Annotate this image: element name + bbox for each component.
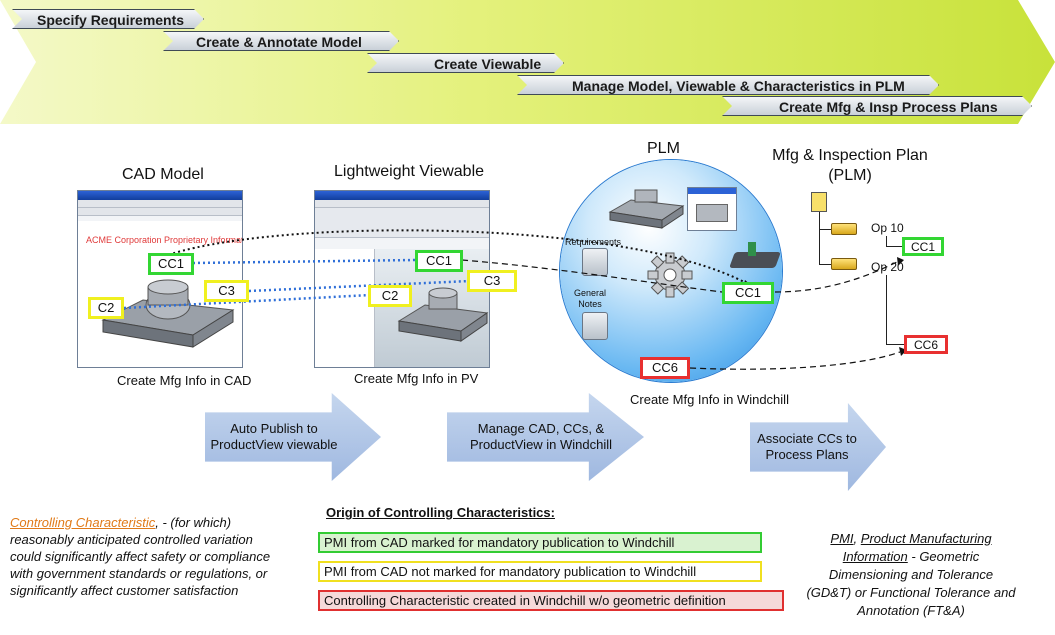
viewable-caption: Create Mfg Info in PV: [354, 371, 479, 386]
plm-part-thumbnail: [608, 189, 685, 229]
pv-c3-label: C3: [467, 270, 517, 292]
general-notes-document-icon: [582, 312, 608, 340]
stage-create-viewable: Create Viewable: [367, 53, 564, 73]
pmi-term: Product Manufacturing Information: [842, 531, 992, 564]
controlling-characteristic-text: , - (for which) reasonably anticipated c…: [10, 515, 271, 598]
gear-icon: [647, 252, 693, 298]
plan-heading-line2: (PLM): [828, 167, 872, 184]
plan-cc6-label: CC6: [904, 335, 948, 354]
cad-titlebar: [78, 191, 242, 200]
plan-heading-line1: Mfg & Inspection Plan: [772, 147, 928, 164]
tree-line-op20-branch: [819, 264, 831, 265]
general-notes-label: General Notes: [574, 288, 606, 310]
cad-model-heading: CAD Model: [122, 166, 204, 183]
plm-cc6-label: CC6: [640, 357, 690, 379]
plm-cc1-label: CC1: [722, 282, 774, 304]
op20-icon: [831, 258, 857, 270]
tree-line-op20-cc6-h: [886, 344, 904, 345]
controlling-characteristic-term: Controlling Characteristic: [10, 515, 156, 530]
cad-c2-label: C2: [88, 297, 124, 319]
cad-cc1-label: CC1: [148, 253, 194, 275]
auto-publish-line1: Auto Publish to: [230, 421, 318, 436]
plan-heading: Mfg & Inspection Plan (PLM): [760, 146, 940, 186]
pv-tree-pane: [315, 249, 375, 367]
pv-cc1-label: CC1: [415, 250, 463, 272]
plm-window-thumbnail: [687, 187, 737, 231]
associate-text: Associate CCs to Process Plans: [752, 431, 862, 463]
op10-icon: [831, 223, 857, 235]
viewable-screenshot: [314, 190, 490, 368]
requirements-label: Requirements: [565, 237, 622, 247]
manage-line1: Manage CAD, CCs, &: [477, 421, 605, 436]
op10-label: Op 10: [871, 221, 904, 235]
op20-label: Op 20: [871, 260, 904, 274]
pmi-definition: PMI, Product Manufacturing Information -…: [806, 531, 1016, 618]
cad-c3-label: C3: [204, 280, 249, 302]
tree-line-op20-cc6: [886, 275, 887, 344]
plm-fixture-thumbnail: [729, 242, 781, 272]
legend-item-green: PMI from CAD marked for mandatory public…: [318, 532, 762, 553]
general-notes-line1: General: [574, 288, 607, 298]
pmi-abbr: PMI: [830, 531, 854, 546]
windchill-caption: Create Mfg Info in Windchill: [630, 392, 789, 407]
legend-title: Origin of Controlling Characteristics:: [326, 505, 555, 520]
pmi-text: - Geometric Dimensioning and Tolerance (…: [806, 549, 1016, 618]
associate-line2: Process Plans: [765, 447, 849, 462]
pv-ribbon: [315, 208, 489, 238]
tree-line-root-down: [819, 212, 820, 264]
controlling-characteristic-definition: Controlling Characteristic, - (for which…: [10, 514, 282, 599]
plan-root-icon: [811, 192, 827, 212]
legend-item-red: Controlling Characteristic created in Wi…: [318, 590, 784, 611]
tree-line-op10-cc1: [886, 236, 887, 246]
pv-titlebar: [315, 191, 489, 200]
stage-manage-in-plm: Manage Model, Viewable & Characteristics…: [517, 75, 939, 95]
associate-line1: Associate CCs to: [757, 431, 857, 446]
manage-text: Manage CAD, CCs, & ProductView in Windch…: [452, 421, 630, 453]
stage-specify-requirements: Specify Requirements: [12, 9, 204, 29]
cad-caption: Create Mfg Info in CAD: [117, 373, 252, 388]
general-notes-line2: Notes: [578, 299, 602, 309]
proprietary-watermark: ACME Corporation Proprietary Information: [86, 235, 243, 245]
cad-toolbar: [78, 200, 242, 208]
stage-create-process-plans: Create Mfg & Insp Process Plans: [722, 96, 1032, 116]
auto-publish-text: Auto Publish to ProductView viewable: [207, 421, 341, 453]
requirements-document-icon: [582, 248, 608, 276]
pv-c2-label: C2: [368, 285, 412, 307]
legend-item-yellow: PMI from CAD not marked for mandatory pu…: [318, 561, 762, 582]
manage-line2: ProductView in Windchill: [469, 437, 613, 452]
plan-cc1-label: CC1: [902, 237, 944, 256]
auto-publish-line2: ProductView viewable: [210, 437, 338, 452]
pv-toolbar: [315, 200, 489, 208]
cad-screenshot: ACME Corporation Proprietary Information: [77, 190, 243, 368]
plm-heading: PLM: [647, 140, 680, 157]
tree-line-op10-cc1-h: [886, 246, 902, 247]
cad-toolbar-2: [78, 208, 242, 216]
lightweight-viewable-heading: Lightweight Viewable: [334, 163, 485, 180]
pv-part-model: [397, 287, 489, 342]
stage-create-annotate-model: Create & Annotate Model: [163, 31, 399, 51]
tree-line-op10-branch: [819, 229, 831, 230]
